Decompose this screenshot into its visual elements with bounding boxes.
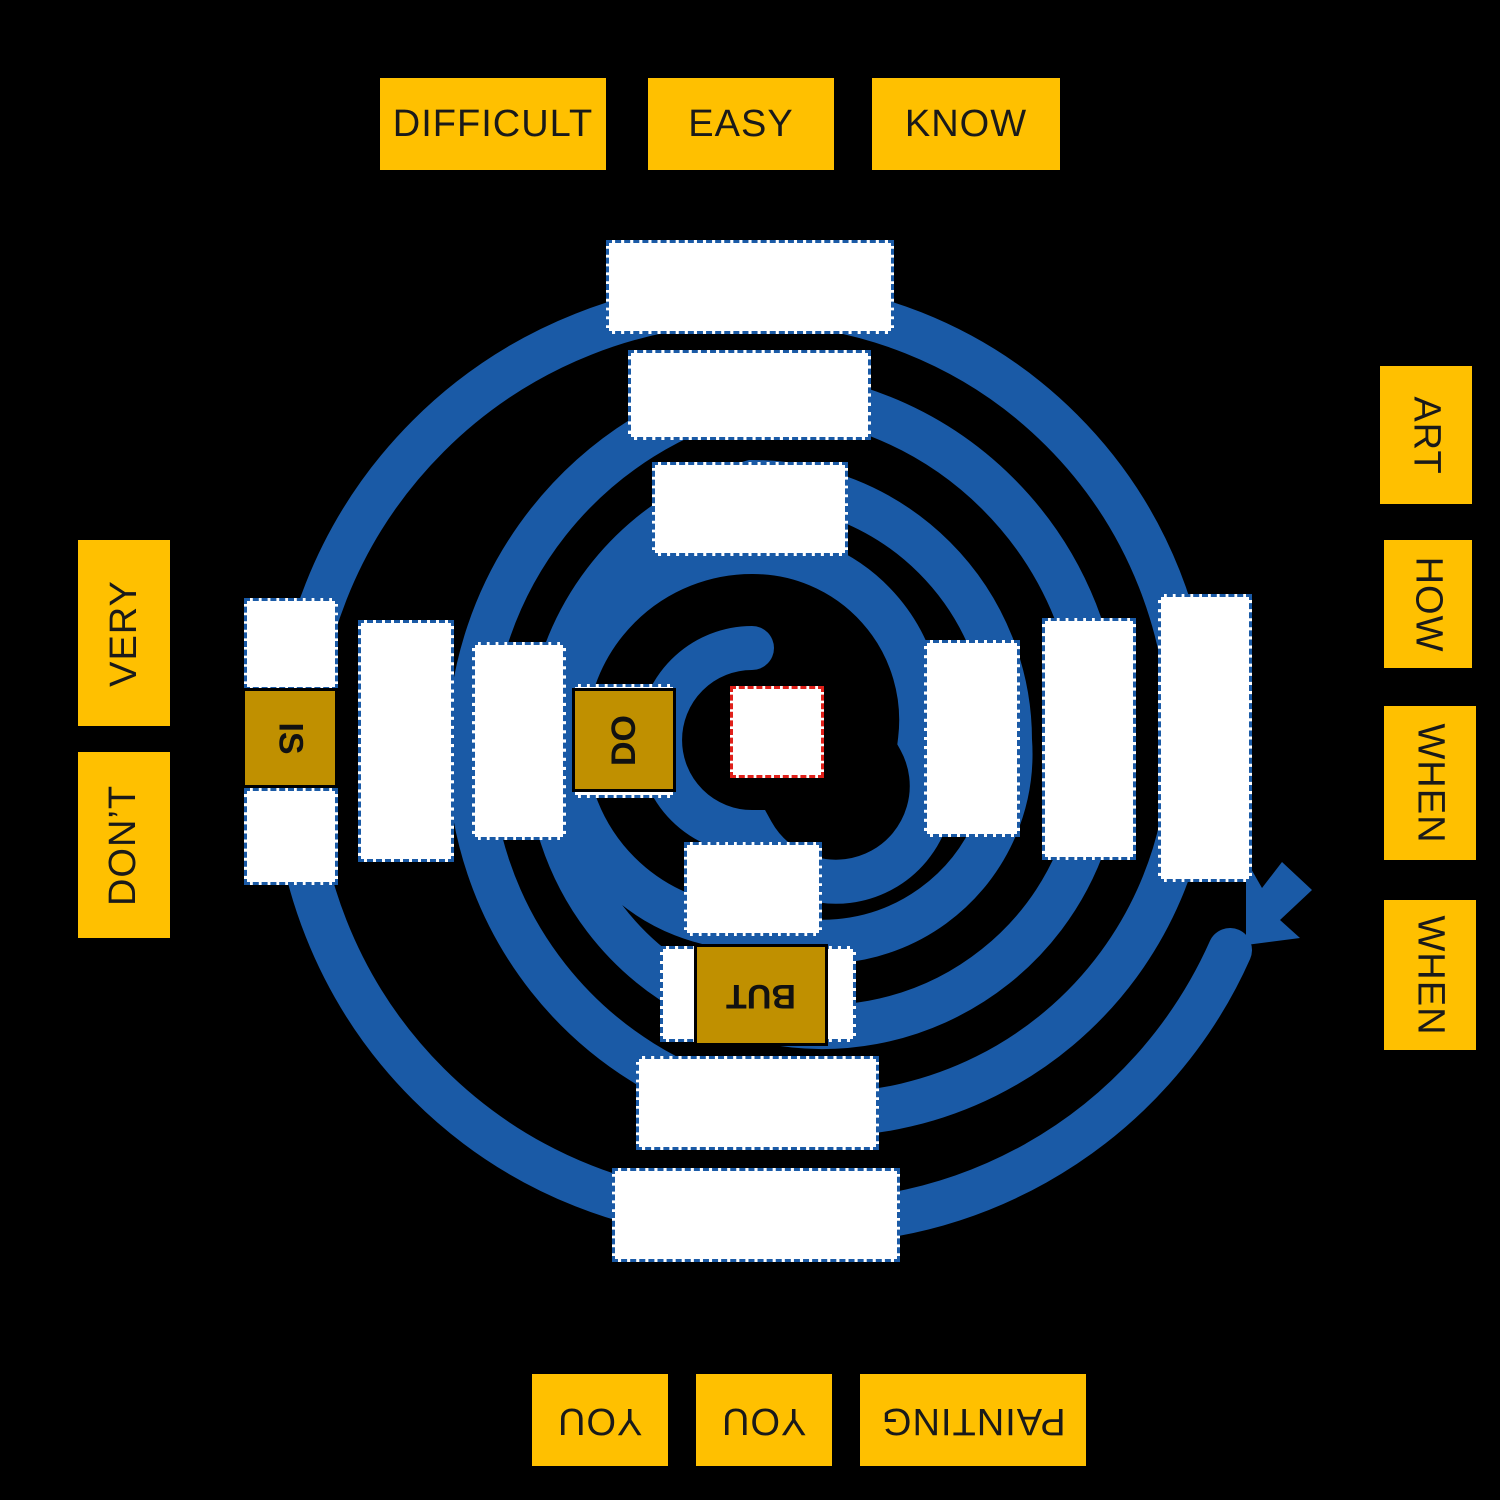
- word-tile-label: YOU: [557, 1399, 643, 1442]
- slot-left-outer-bottom[interactable]: [244, 788, 338, 885]
- slot-right-outer[interactable]: [1158, 594, 1252, 882]
- word-tile-painting[interactable]: PAINTING: [860, 1374, 1086, 1466]
- slot-bottom-outer[interactable]: [612, 1168, 900, 1262]
- word-tile-label: DON’T: [102, 784, 145, 906]
- fixed-word-but: BUT: [694, 944, 828, 1046]
- fixed-word-is: IS: [242, 688, 338, 788]
- slot-bottom-inner[interactable]: [684, 842, 822, 936]
- word-tile-very[interactable]: VERY: [78, 540, 170, 726]
- word-tile-label: PAINTING: [880, 1399, 1066, 1442]
- word-tile-you-2[interactable]: YOU: [696, 1374, 832, 1466]
- word-tile-label: EASY: [688, 102, 794, 145]
- word-tile-you-1[interactable]: YOU: [532, 1374, 668, 1466]
- word-tile-when-2[interactable]: WHEN: [1384, 900, 1476, 1050]
- fixed-word-is-label: IS: [271, 721, 310, 755]
- word-tile-difficult[interactable]: DIFFICULT: [380, 78, 606, 170]
- slot-left-inner[interactable]: [472, 642, 566, 840]
- word-tile-label: HOW: [1407, 556, 1450, 652]
- word-tile-dont[interactable]: DON’T: [78, 752, 170, 938]
- slot-bottom-middle[interactable]: [636, 1056, 879, 1150]
- slot-left-middle[interactable]: [358, 620, 454, 862]
- fixed-word-do: DO: [572, 688, 676, 792]
- slot-top-middle[interactable]: [628, 350, 871, 440]
- word-tile-label: DIFFICULT: [392, 102, 594, 145]
- arrow-down-left-icon: [1246, 860, 1312, 945]
- word-tile-label: WHEN: [1409, 722, 1452, 844]
- word-tile-label: YOU: [721, 1399, 807, 1442]
- slot-top-outer[interactable]: [606, 240, 894, 334]
- slot-right-inner[interactable]: [924, 640, 1020, 837]
- fixed-word-but-label: BUT: [726, 976, 796, 1015]
- word-tile-label: KNOW: [904, 102, 1028, 145]
- slot-left-outer-top[interactable]: [244, 598, 338, 690]
- word-tile-easy[interactable]: EASY: [648, 78, 834, 170]
- fixed-word-do-label: DO: [604, 714, 643, 766]
- word-tile-when-1[interactable]: WHEN: [1384, 706, 1476, 860]
- slot-right-middle[interactable]: [1042, 618, 1136, 860]
- slot-center[interactable]: [730, 686, 824, 778]
- word-tile-know[interactable]: KNOW: [872, 78, 1060, 170]
- slot-top-inner[interactable]: [652, 462, 848, 556]
- word-tile-how[interactable]: HOW: [1384, 540, 1472, 668]
- word-tile-label: VERY: [102, 579, 145, 687]
- word-tile-label: ART: [1405, 395, 1448, 475]
- word-tile-label: WHEN: [1409, 914, 1452, 1036]
- word-tile-art[interactable]: ART: [1380, 366, 1472, 504]
